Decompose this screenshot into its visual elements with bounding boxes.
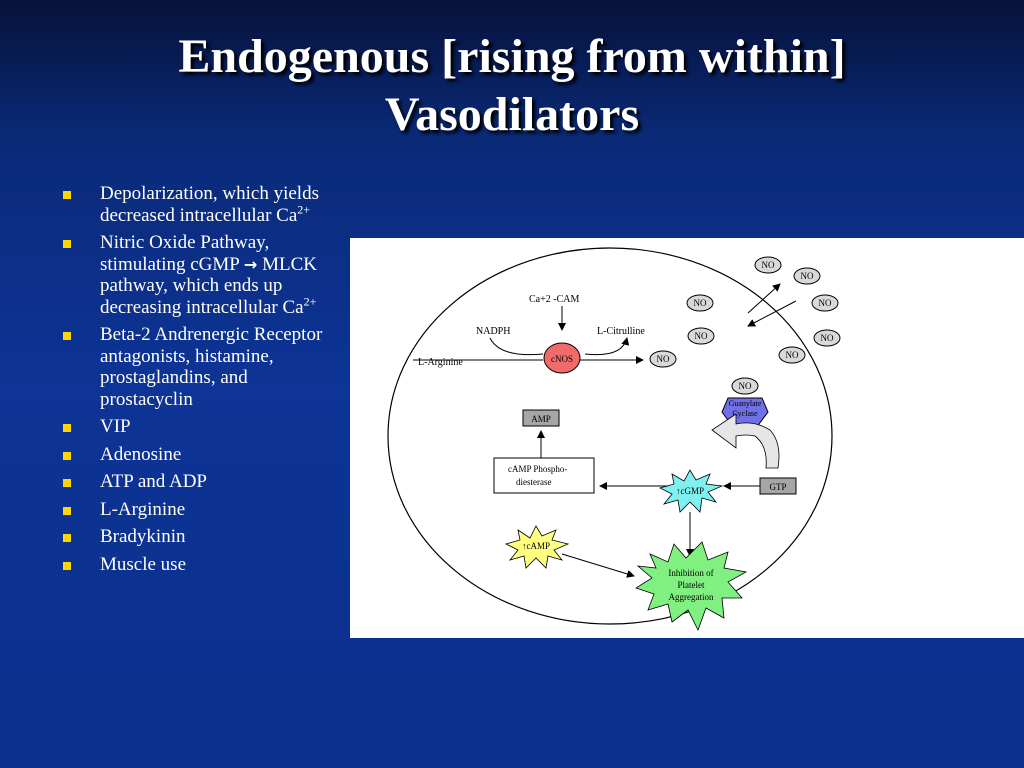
bullet-text: Beta-2 Andrenergic Receptor antagonists,… bbox=[100, 324, 323, 410]
svg-text:NO: NO bbox=[694, 298, 707, 308]
camp-pde-box bbox=[493, 457, 595, 494]
bullet-text: L-Arginine bbox=[100, 498, 186, 520]
bullet-square-icon bbox=[63, 479, 71, 487]
bullet-item: Nitric Oxide Pathway, stimulating cGMP →… bbox=[60, 232, 345, 318]
bullet-list: Depolarization, which yields decreased i… bbox=[60, 183, 345, 581]
no-out-arrow bbox=[747, 283, 781, 314]
cgmp-label: ↑cGMP bbox=[676, 486, 704, 496]
svg-text:NO: NO bbox=[821, 333, 834, 343]
no-molecule: NO bbox=[811, 294, 839, 312]
nadph-curve bbox=[489, 337, 544, 356]
bullet-text: MLCK pathway, which ends up decreasing i… bbox=[100, 253, 317, 318]
bullet-square-icon bbox=[63, 561, 71, 570]
l-citrulline-label: L-Citrulline bbox=[597, 326, 645, 337]
no-molecule: NO bbox=[687, 327, 715, 345]
pathway-diagram: Ca+2 -CAM NADPH L-Citrulline L-Arginine … bbox=[350, 238, 1024, 638]
camp-pde-label-2: diesterase bbox=[516, 477, 551, 487]
svg-text:NO: NO bbox=[819, 298, 832, 308]
guanylate-label-1: Guanylate bbox=[729, 399, 762, 408]
bullet-text: Bradykinin bbox=[100, 526, 186, 547]
inhibition-label-2: Platelet bbox=[678, 580, 705, 590]
inhibition-starburst bbox=[635, 541, 748, 632]
no-molecule: NO bbox=[686, 294, 714, 312]
cnos-node bbox=[543, 342, 581, 374]
svg-text:NO: NO bbox=[695, 331, 708, 341]
bullet-square-icon bbox=[63, 424, 71, 432]
camp-label: ↑cAMP bbox=[522, 541, 550, 551]
cgmp-starburst bbox=[658, 469, 724, 513]
svg-text:NO: NO bbox=[762, 260, 775, 270]
inhibition-label-1: Inhibition of bbox=[668, 568, 713, 578]
camp-pde-label-1: cAMP Phospho- bbox=[508, 464, 567, 474]
bullet-square-icon bbox=[63, 332, 71, 340]
bullet-square-icon bbox=[63, 451, 71, 460]
gtp-curved-arrow bbox=[711, 413, 780, 469]
amp-label: AMP bbox=[531, 414, 551, 424]
svg-text:NO: NO bbox=[801, 271, 814, 281]
right-arrow-icon: → bbox=[243, 254, 258, 274]
bullet-square-icon bbox=[63, 506, 71, 515]
bullet-item: Muscle use bbox=[60, 554, 345, 576]
bullet-square-icon bbox=[63, 240, 71, 248]
svg-text:NO: NO bbox=[786, 350, 799, 360]
citrulline-curve bbox=[584, 337, 630, 356]
bullet-text: Nitric Oxide Pathway, stimulating cGMP bbox=[100, 232, 270, 275]
ca-cam-label: Ca+2 -CAM bbox=[529, 294, 579, 305]
guanylate-label-2: Cyclase bbox=[732, 409, 758, 418]
bullet-item: L-Arginine bbox=[60, 499, 345, 521]
bullet-square-icon bbox=[63, 191, 71, 199]
bullet-item: Beta-2 Andrenergic Receptor antagonists,… bbox=[60, 324, 345, 410]
pathway-svg: Ca+2 -CAM NADPH L-Citrulline L-Arginine … bbox=[387, 247, 841, 632]
bullet-text: VIP bbox=[100, 416, 131, 437]
no-molecule: NO bbox=[754, 256, 782, 274]
no-molecule: NO bbox=[731, 377, 759, 395]
slide-title-line1: Endogenous [rising from within] bbox=[178, 30, 846, 83]
nadph-label: NADPH bbox=[476, 326, 510, 337]
svg-text:NO: NO bbox=[739, 381, 752, 391]
bullet-square-icon bbox=[63, 534, 71, 542]
amp-box bbox=[522, 409, 560, 427]
no-molecule: NO bbox=[813, 329, 841, 347]
slide-title-line2: Vasodilators bbox=[384, 88, 640, 141]
camp-starburst bbox=[504, 525, 570, 569]
bullet-item: ATP and ADP bbox=[60, 471, 345, 493]
l-arginine-label: L-Arginine bbox=[418, 357, 463, 368]
cell-membrane bbox=[387, 247, 833, 625]
bullet-text: Adenosine bbox=[100, 443, 182, 465]
bullet-text: Muscle use bbox=[100, 553, 187, 575]
bullet-item: Bradykinin bbox=[60, 526, 345, 548]
no-molecule: NO bbox=[793, 267, 821, 285]
gtp-label: GTP bbox=[769, 482, 786, 492]
cnos-label: cNOS bbox=[551, 354, 573, 364]
svg-text:NO: NO bbox=[657, 354, 670, 364]
bullet-item: VIP bbox=[60, 416, 345, 438]
no-in-arrow bbox=[747, 300, 797, 327]
bullet-text: Depolarization, which yields decreased i… bbox=[100, 183, 319, 226]
camp-to-inhibition-arrow bbox=[561, 553, 635, 578]
bullet-sup: 2+ bbox=[303, 294, 317, 309]
no-molecule: NO bbox=[649, 350, 677, 368]
bullet-item: Adenosine bbox=[60, 444, 345, 466]
bullet-text: ATP and ADP bbox=[100, 471, 207, 492]
inhibition-label-3: Aggregation bbox=[669, 592, 714, 602]
no-molecule: NO bbox=[778, 346, 806, 364]
bullet-sup: 2+ bbox=[297, 202, 311, 217]
bullet-item: Depolarization, which yields decreased i… bbox=[60, 183, 345, 226]
slide-title: Endogenous [rising from within] Vasodila… bbox=[0, 28, 1024, 144]
